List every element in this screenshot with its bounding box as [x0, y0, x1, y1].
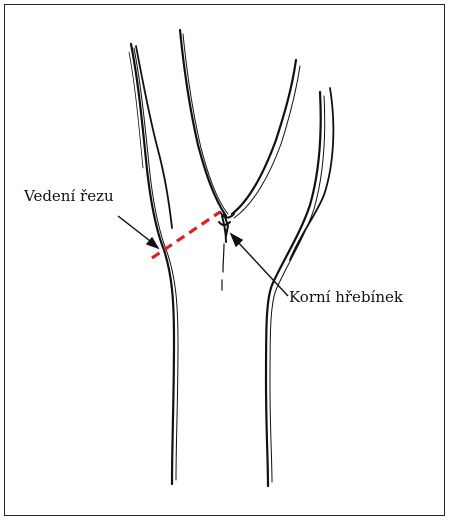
arrow-cut-line — [118, 216, 154, 244]
bark-ridge-label: Korní hřebínek — [289, 290, 403, 305]
middle-branch-right-edge — [232, 60, 296, 214]
cut-line-label: Vedení řezu — [24, 189, 114, 204]
cut-line — [152, 212, 220, 258]
middle-branch-left-edge — [180, 30, 226, 216]
